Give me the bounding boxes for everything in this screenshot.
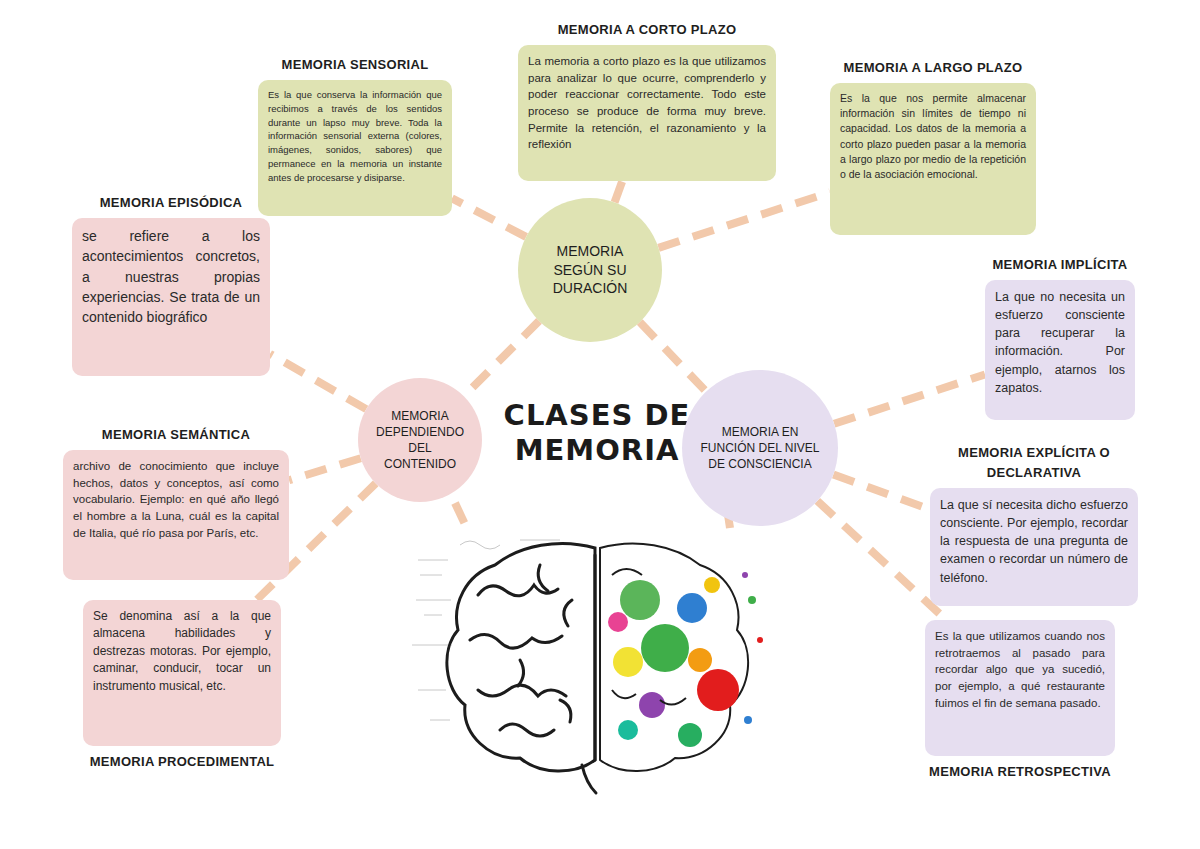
box-text: Se denomina así a la que almacena habili… bbox=[83, 600, 281, 746]
box-heading: MEMORIA A CORTO PLAZO bbox=[517, 20, 777, 40]
circle-label: MEMORIA DEPENDIENDO DEL CONTENIDO bbox=[358, 378, 482, 502]
dashed-connector bbox=[659, 192, 830, 247]
memory-box: MEMORIA A CORTO PLAZOLa memoria a corto … bbox=[518, 45, 776, 181]
memory-box: MEMORIA PROCEDIMENTALSe denomina así a l… bbox=[83, 600, 281, 746]
category-circle: MEMORIA SEGÚN SU DURACIÓN bbox=[518, 198, 662, 342]
box-text: Es la que conserva la información que re… bbox=[258, 80, 452, 216]
dashed-connector bbox=[270, 354, 366, 409]
circle-fill bbox=[518, 198, 662, 342]
box-heading: MEMORIA SEMÁNTICA bbox=[56, 425, 296, 445]
box-heading: MEMORIA A LARGO PLAZO bbox=[813, 58, 1053, 78]
circle-label: MEMORIA SEGÚN SU DURACIÓN bbox=[518, 198, 662, 342]
box-heading: MEMORIA EXPLÍCITA O DECLARATIVA bbox=[944, 443, 1124, 482]
dashed-connector bbox=[817, 501, 946, 620]
circle-outline bbox=[358, 378, 482, 502]
box-heading: MEMORIA SENSORIAL bbox=[235, 55, 475, 75]
box-text: La que sí necesita dicho esfuerzo consci… bbox=[930, 488, 1138, 606]
brain-left bbox=[447, 543, 596, 793]
dashed-connector bbox=[289, 458, 361, 480]
diagram-title: CLASES DE MEMORIA bbox=[497, 398, 697, 468]
memory-box: MEMORIA RETROSPECTIVAEs la que utilizamo… bbox=[925, 620, 1115, 756]
dashed-connector bbox=[464, 321, 539, 396]
box-text: La que no necesita un esfuerzo conscient… bbox=[985, 280, 1135, 420]
circle-fill bbox=[682, 370, 838, 526]
dashed-connector bbox=[452, 198, 526, 236]
memory-box: MEMORIA EPISÓDICAse refiere a los aconte… bbox=[72, 218, 270, 376]
decor-dash bbox=[455, 503, 470, 535]
box-heading: MEMORIA PROCEDIMENTAL bbox=[62, 752, 302, 772]
box-heading: MEMORIA EPISÓDICA bbox=[51, 193, 291, 213]
brain-right bbox=[600, 543, 763, 771]
box-text: Es la que nos permite almacenar informac… bbox=[830, 83, 1036, 235]
box-text: Es la que utilizamos cuando nos retrotra… bbox=[925, 620, 1115, 756]
dashed-connector bbox=[833, 475, 930, 510]
circle-label: MEMORIA EN FUNCIÓN DEL NIVEL DE CONSCIEN… bbox=[682, 370, 838, 526]
memory-box: MEMORIA SENSORIALEs la que conserva la i… bbox=[258, 80, 452, 216]
memory-box: MEMORIA IMPLÍCITALa que no necesita un e… bbox=[985, 280, 1135, 420]
memory-box: MEMORIA SEMÁNTICAarchivo de conocimiento… bbox=[63, 450, 289, 580]
box-text: se refiere a los acontecimientos concret… bbox=[72, 218, 270, 376]
box-heading: MEMORIA RETROSPECTIVA bbox=[900, 762, 1140, 782]
category-circle: MEMORIA DEPENDIENDO DEL CONTENIDO bbox=[358, 378, 482, 502]
dashed-connector bbox=[834, 375, 985, 424]
box-heading: MEMORIA IMPLÍCITA bbox=[960, 255, 1160, 275]
memory-box: MEMORIA EXPLÍCITA O DECLARATIVALa que sí… bbox=[930, 488, 1138, 606]
dashed-connector bbox=[615, 181, 623, 202]
box-text: La memoria a corto plazo es la que utili… bbox=[518, 45, 776, 181]
circle-fill bbox=[358, 378, 482, 502]
box-text: archivo de conocimiento que incluye hech… bbox=[63, 450, 289, 580]
dashed-connector bbox=[640, 322, 706, 392]
category-circle: MEMORIA EN FUNCIÓN DEL NIVEL DE CONSCIEN… bbox=[682, 370, 838, 526]
memory-box: MEMORIA A LARGO PLAZOEs la que nos permi… bbox=[830, 83, 1036, 235]
